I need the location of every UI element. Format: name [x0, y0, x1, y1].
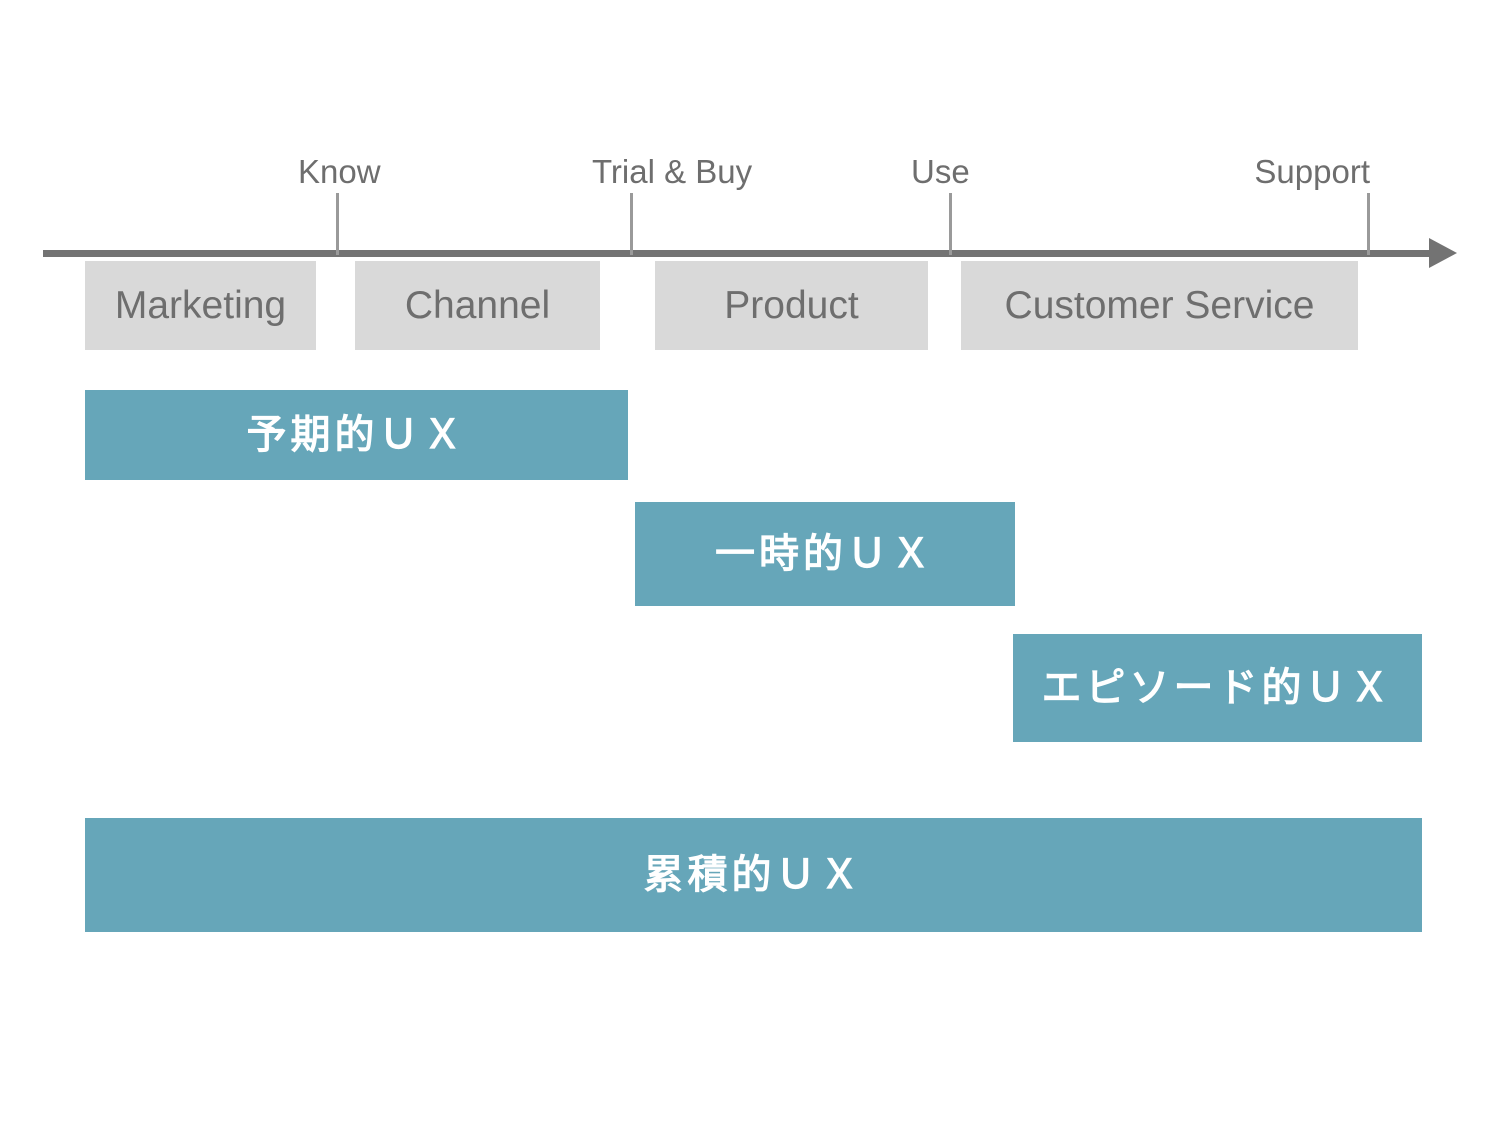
timeline-arrow-icon	[1429, 238, 1457, 268]
milestone-label-support: Support	[1254, 153, 1370, 190]
phase-label: Customer Service	[1004, 284, 1315, 327]
phase-label: Marketing	[114, 284, 287, 327]
milestone-label-trial-and-buy: Trial & Buy	[592, 153, 753, 190]
phase-label: Product	[724, 284, 859, 327]
ux-bar-label: エピソード的ＵＸ	[1041, 666, 1394, 710]
phase-box-product: Product	[655, 261, 928, 350]
milestone-label-use: Use	[911, 153, 970, 190]
ux-bar-1: 予期的ＵＸ	[85, 390, 628, 480]
phase-box-channel: Channel	[355, 261, 600, 350]
milestone-tick-use	[949, 193, 952, 255]
ux-bar-4: 累積的ＵＸ	[85, 818, 1422, 932]
ux-bar-label: 予期的ＵＸ	[246, 413, 467, 457]
ux-bar-label: 一時的ＵＸ	[715, 532, 935, 576]
phase-box-customer-service: Customer Service	[961, 261, 1358, 350]
ux-bar-2: 一時的ＵＸ	[635, 502, 1015, 606]
timeline-axis-line	[43, 250, 1443, 257]
milestone-tick-know	[336, 193, 339, 255]
milestone-label-know: Know	[298, 153, 381, 190]
ux-bar-label: 累積的ＵＸ	[643, 853, 864, 897]
milestone-tick-support	[1367, 193, 1370, 255]
milestone-tick-trial-and-buy	[630, 193, 633, 255]
phase-box-marketing: Marketing	[85, 261, 316, 350]
ux-bar-3: エピソード的ＵＸ	[1013, 634, 1422, 742]
phase-label: Channel	[404, 284, 551, 327]
